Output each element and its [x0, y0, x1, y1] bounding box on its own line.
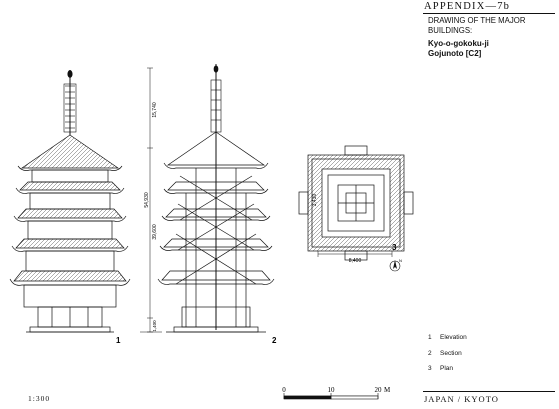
scale-tick-10: 10 — [328, 386, 336, 394]
dimension-middle: 39,600 — [152, 224, 158, 240]
legend-item: 2 Section — [428, 346, 467, 362]
legend-label: Elevation — [440, 334, 467, 341]
figure-number-section: 2 — [272, 336, 277, 345]
figure-legend: 1 Elevation 2 Section 3 Plan — [428, 330, 467, 377]
scale-ratio: 1:300 — [28, 394, 51, 403]
legend-item: 3 Plan — [428, 361, 467, 377]
figure-number-elevation: 1 — [116, 336, 121, 345]
building-name: Kyo-o-gokoku-ji Gojunoto [C2] — [428, 39, 489, 59]
north-label: N — [399, 258, 402, 263]
header-rule — [423, 13, 555, 14]
legend-item: 1 Elevation — [428, 330, 467, 346]
legend-number: 1 — [428, 334, 432, 341]
scale-bar — [283, 393, 379, 400]
building-name-line2: Gojunoto [C2] — [428, 49, 482, 58]
building-name-line1: Kyo-o-gokoku-ji — [428, 39, 489, 48]
plan-dimension-side: 3,430 — [312, 194, 318, 207]
sheet-title: DRAWING OF THE MAJOR BUILDINGS: — [428, 16, 526, 35]
dimension-lines — [140, 67, 162, 333]
dimension-upper: 15,740 — [152, 102, 158, 118]
footer-rule — [423, 391, 555, 392]
legend-number: 3 — [428, 365, 432, 372]
appendix-label: APPENDIX—7b — [424, 1, 511, 12]
scale-tick-20: 20 — [375, 386, 383, 394]
scale-tick-0: 0 — [282, 386, 286, 394]
footer-location: JAPAN / KYOTO — [424, 394, 499, 404]
legend-number: 2 — [428, 349, 432, 357]
north-arrow-icon — [389, 260, 401, 272]
legend-label: Section — [440, 349, 462, 357]
dimension-base: 1,400 — [152, 320, 157, 332]
legend-label: Plan — [440, 365, 454, 372]
figure-number-plan: 3 — [392, 243, 397, 252]
scale-unit: M — [384, 386, 391, 394]
plan-drawing — [298, 145, 414, 261]
elevation-drawing — [9, 70, 131, 333]
dimension-total: 54,930 — [144, 192, 150, 208]
section-drawing — [157, 64, 275, 333]
plan-dimension-width: 8,400 — [349, 258, 362, 264]
